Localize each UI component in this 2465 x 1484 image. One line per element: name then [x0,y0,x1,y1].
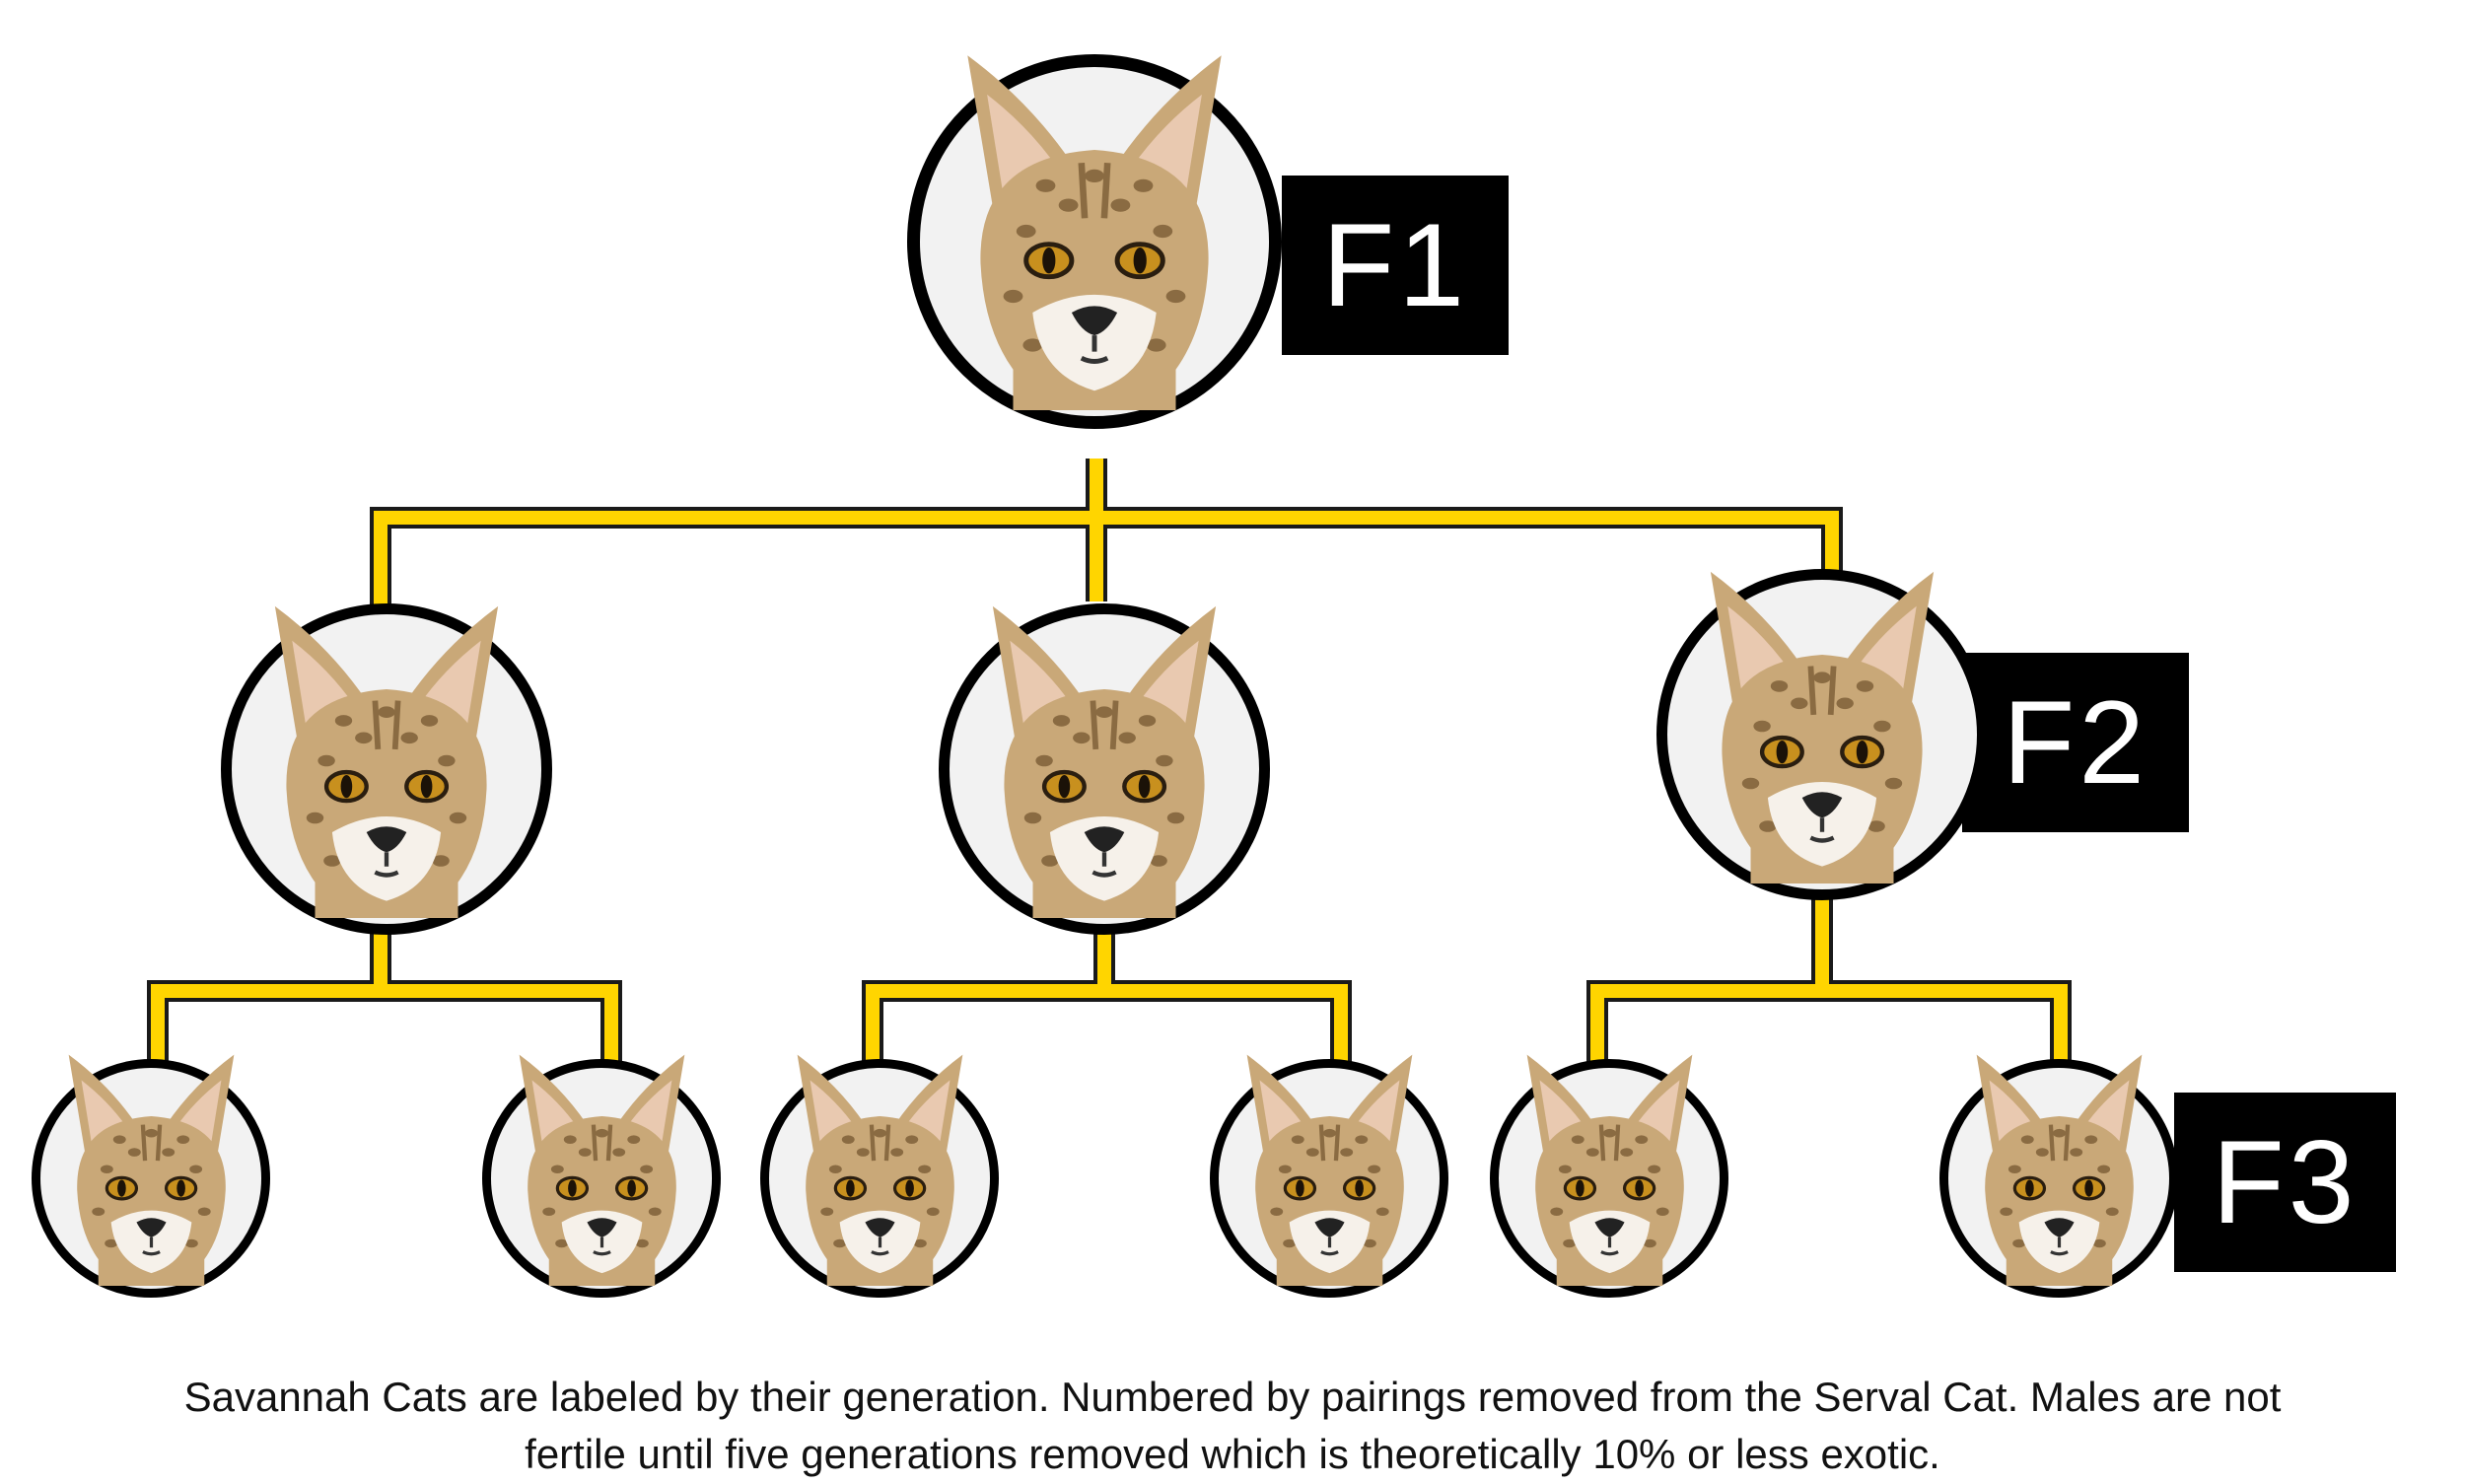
serval-cat-face-icon [992,606,1217,919]
serval-cat-face-icon [1710,572,1935,884]
connector-line-1 [374,459,1839,616]
cat-node-f2-3 [939,603,1270,935]
serval-cat-face-icon [967,55,1222,410]
cat-node-f3-9 [1490,1054,1728,1298]
serval-cat-face-icon [797,1054,962,1286]
cat-node-f3-10 [1939,1054,2178,1298]
generation-label-f3: F3 [2174,1093,2396,1272]
cat-node-f3-8 [1210,1054,1448,1298]
caption: Savannah Cats are labeled by their gener… [20,1369,2445,1483]
cat-node-f1-1 [907,54,1282,429]
connector-outline-1 [370,459,1843,616]
serval-cat-face-icon [1246,1054,1412,1286]
connector-line-3 [866,922,1348,1065]
serval-cat-face-icon [274,606,499,919]
serval-cat-face-icon [1526,1054,1692,1286]
generation-label-f1: F1 [1282,176,1509,355]
cat-node-f2-4 [1656,569,1988,900]
connector-line-2 [151,922,618,1065]
serval-cat-face-icon [1976,1054,2142,1286]
connector-line-4 [1590,897,2068,1065]
cat-node-f3-7 [760,1054,999,1298]
generation-label-f2: F2 [1962,653,2189,832]
serval-cat-face-icon [68,1054,234,1286]
cat-node-f3-6 [482,1054,721,1298]
caption-line-1: Savannah Cats are labeled by their gener… [183,1374,2282,1420]
caption-line-2: fertile until five generations removed w… [525,1431,1940,1477]
cat-node-f2-2 [221,603,552,935]
cat-node-f3-5 [32,1054,270,1298]
serval-cat-face-icon [519,1054,684,1286]
